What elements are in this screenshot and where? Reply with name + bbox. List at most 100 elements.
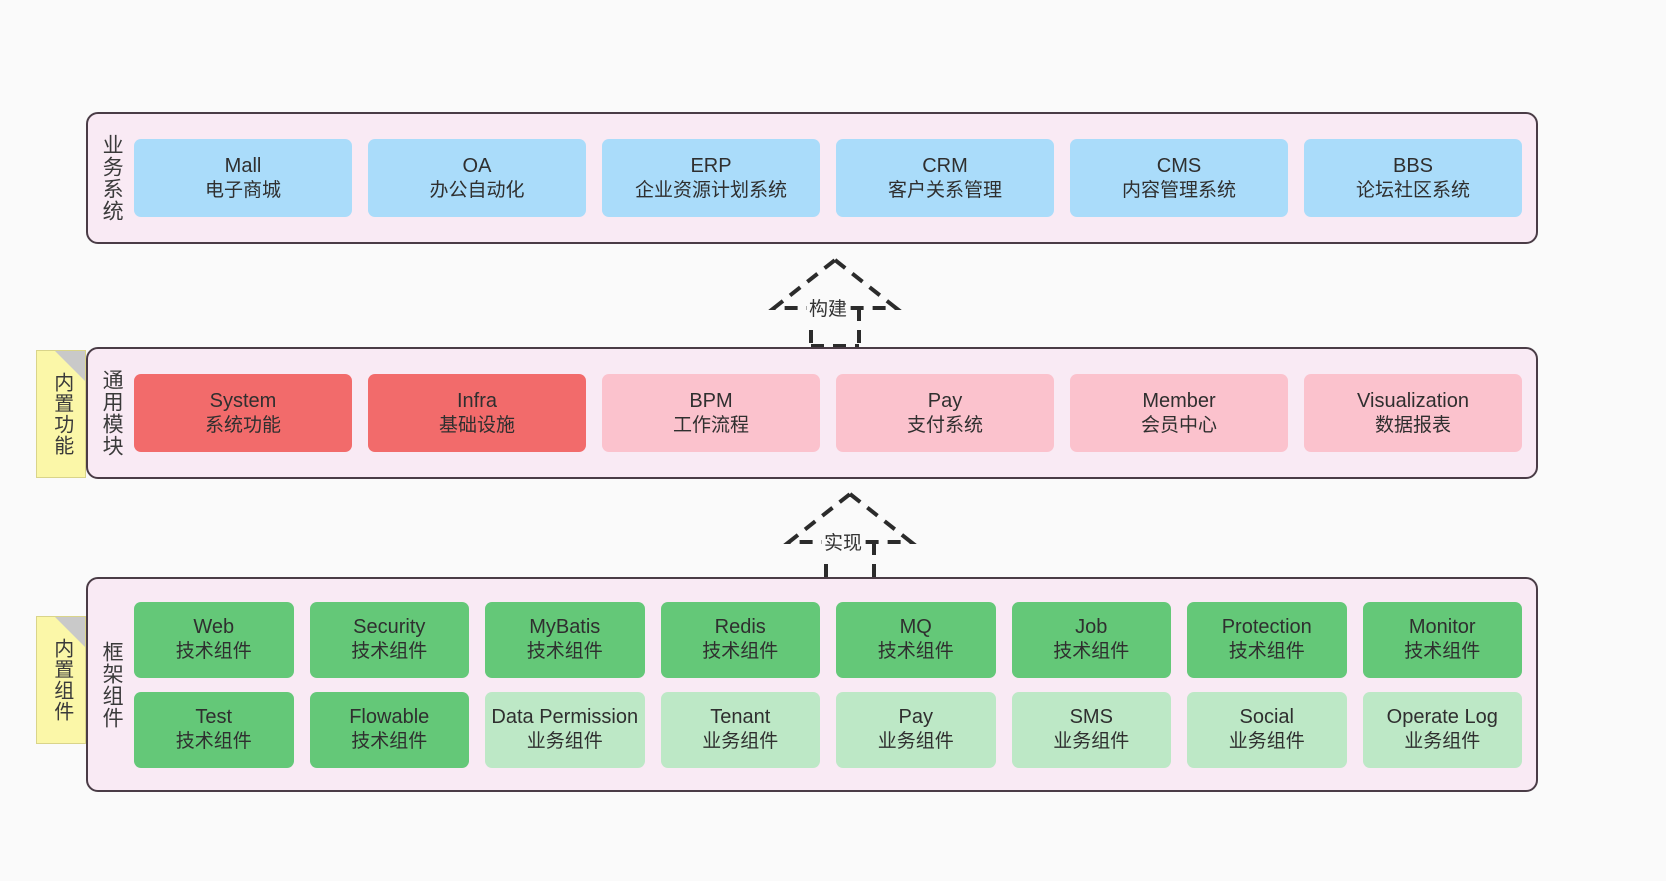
connector-implement: 实现 xyxy=(770,490,930,582)
card-operate-log-title: Operate Log xyxy=(1386,706,1498,729)
card-bpm-desc: 工作流程 xyxy=(672,414,749,436)
card-system-desc: 系统功能 xyxy=(204,414,281,436)
card-flowable-desc: 技术组件 xyxy=(351,731,428,753)
card-bbs[interactable]: BBS 论坛社区系统 xyxy=(1304,139,1522,217)
card-data-permission-title: Data Permission xyxy=(491,706,639,729)
card-pay-component[interactable]: Pay 业务组件 xyxy=(836,691,996,768)
card-mall[interactable]: Mall 电子商城 xyxy=(134,139,352,217)
sticky-tab-builtin-functions[interactable]: 内置功能 xyxy=(36,350,86,478)
card-member-title: Member xyxy=(1142,389,1216,412)
card-test[interactable]: Test 技术组件 xyxy=(134,691,294,768)
card-security-title: Security xyxy=(353,616,426,639)
layer-common-modules: 通用模块 System 系统功能 Infra 基础设施 BPM 工作流程 Pay… xyxy=(86,347,1538,479)
card-infra[interactable]: Infra 基础设施 xyxy=(368,374,586,452)
card-security-desc: 技术组件 xyxy=(351,641,428,663)
card-erp[interactable]: ERP 企业资源计划系统 xyxy=(602,139,820,217)
card-cms-desc: 内容管理系统 xyxy=(1121,179,1236,201)
card-crm[interactable]: CRM 客户关系管理 xyxy=(836,139,1054,217)
sticky-tab-builtin-functions-label: 内置功能 xyxy=(50,372,73,456)
card-web-desc: 技术组件 xyxy=(175,641,252,663)
layer-business-body: Mall 电子商城 OA 办公自动化 ERP 企业资源计划系统 CRM 客户关系… xyxy=(134,114,1536,242)
card-redis[interactable]: Redis 技术组件 xyxy=(660,601,820,678)
card-web[interactable]: Web 技术组件 xyxy=(134,601,294,678)
card-social-desc: 业务组件 xyxy=(1228,731,1305,753)
card-flowable[interactable]: Flowable 技术组件 xyxy=(309,691,469,768)
card-pay-component-desc: 业务组件 xyxy=(877,731,954,753)
card-operate-log-desc: 业务组件 xyxy=(1404,731,1481,753)
card-crm-desc: 客户关系管理 xyxy=(887,179,1002,201)
card-system[interactable]: System 系统功能 xyxy=(134,374,352,452)
card-infra-desc: 基础设施 xyxy=(438,414,515,436)
card-mybatis-desc: 技术组件 xyxy=(526,641,603,663)
card-redis-title: Redis xyxy=(714,616,766,639)
card-protection-title: Protection xyxy=(1221,616,1312,639)
card-mybatis-title: MyBatis xyxy=(529,616,601,639)
business-card-row: Mall 电子商城 OA 办公自动化 ERP 企业资源计划系统 CRM 客户关系… xyxy=(134,139,1522,217)
card-visualization-title: Visualization xyxy=(1357,389,1469,412)
layer-framework-body: Web 技术组件 Security 技术组件 MyBatis 技术组件 Redi… xyxy=(134,579,1536,790)
card-protection-desc: 技术组件 xyxy=(1228,641,1305,663)
card-data-permission[interactable]: Data Permission 业务组件 xyxy=(485,691,645,768)
card-tenant-title: Tenant xyxy=(710,706,771,729)
card-cms-title: CMS xyxy=(1156,154,1202,177)
card-bbs-desc: 论坛社区系统 xyxy=(1355,179,1470,201)
card-tenant[interactable]: Tenant 业务组件 xyxy=(660,691,820,768)
card-sms-title: SMS xyxy=(1069,706,1113,729)
layer-business-label: 业务系统 xyxy=(100,134,124,222)
card-job-desc: 技术组件 xyxy=(1053,641,1130,663)
layer-common-body: System 系统功能 Infra 基础设施 BPM 工作流程 Pay 支付系统… xyxy=(134,349,1536,477)
card-protection[interactable]: Protection 技术组件 xyxy=(1187,601,1347,678)
card-mall-title: Mall xyxy=(224,154,262,177)
card-security[interactable]: Security 技术组件 xyxy=(309,601,469,678)
card-social[interactable]: Social 业务组件 xyxy=(1187,691,1347,768)
card-cms[interactable]: CMS 内容管理系统 xyxy=(1070,139,1288,217)
sticky-tab-builtin-components[interactable]: 内置组件 xyxy=(36,616,86,744)
card-job[interactable]: Job 技术组件 xyxy=(1011,601,1171,678)
sticky-tab-builtin-components-label: 内置组件 xyxy=(50,638,73,722)
card-infra-title: Infra xyxy=(456,389,498,412)
card-test-title: Test xyxy=(195,706,233,729)
card-pay-module-desc: 支付系统 xyxy=(906,414,983,436)
layer-framework-label: 框架组件 xyxy=(100,640,124,729)
layer-business-systems: 业务系统 Mall 电子商城 OA 办公自动化 ERP 企业资源计划系统 CRM… xyxy=(86,112,1538,244)
card-visualization-desc: 数据报表 xyxy=(1374,414,1451,436)
card-bpm-title: BPM xyxy=(689,389,733,412)
connector-build-label: 构建 xyxy=(807,294,850,321)
card-job-title: Job xyxy=(1075,616,1108,639)
card-mq-desc: 技术组件 xyxy=(877,641,954,663)
card-mybatis[interactable]: MyBatis 技术组件 xyxy=(485,601,645,678)
card-monitor[interactable]: Monitor 技术组件 xyxy=(1362,601,1522,678)
connector-build: 构建 xyxy=(755,256,915,348)
card-flowable-title: Flowable xyxy=(349,706,430,729)
card-sms-desc: 业务组件 xyxy=(1053,731,1130,753)
card-mq[interactable]: MQ 技术组件 xyxy=(836,601,996,678)
card-data-permission-desc: 业务组件 xyxy=(526,731,603,753)
card-bpm[interactable]: BPM 工作流程 xyxy=(602,374,820,452)
card-operate-log[interactable]: Operate Log 业务组件 xyxy=(1362,691,1522,768)
card-web-title: Web xyxy=(193,616,235,639)
connector-implement-label: 实现 xyxy=(822,528,865,555)
card-oa-desc: 办公自动化 xyxy=(429,179,525,201)
common-card-row: System 系统功能 Infra 基础设施 BPM 工作流程 Pay 支付系统… xyxy=(134,374,1522,452)
card-system-title: System xyxy=(209,389,277,412)
card-visualization[interactable]: Visualization 数据报表 xyxy=(1304,374,1522,452)
card-monitor-desc: 技术组件 xyxy=(1404,641,1481,663)
card-oa-title: OA xyxy=(462,154,492,177)
framework-card-row-2: Test 技术组件 Flowable 技术组件 Data Permission … xyxy=(134,691,1522,768)
card-oa[interactable]: OA 办公自动化 xyxy=(368,139,586,217)
card-tenant-desc: 业务组件 xyxy=(702,731,779,753)
card-erp-title: ERP xyxy=(690,154,732,177)
card-social-title: Social xyxy=(1239,706,1294,729)
card-redis-desc: 技术组件 xyxy=(702,641,779,663)
card-member-desc: 会员中心 xyxy=(1140,414,1217,436)
layer-framework-components: 框架组件 Web 技术组件 Security 技术组件 MyBatis 技术组件… xyxy=(86,577,1538,792)
card-pay-component-title: Pay xyxy=(898,706,933,729)
card-sms[interactable]: SMS 业务组件 xyxy=(1011,691,1171,768)
sticky-fold-corner-icon xyxy=(55,351,85,381)
card-member[interactable]: Member 会员中心 xyxy=(1070,374,1288,452)
card-erp-desc: 企业资源计划系统 xyxy=(634,179,787,201)
card-crm-title: CRM xyxy=(922,154,968,177)
framework-card-row-1: Web 技术组件 Security 技术组件 MyBatis 技术组件 Redi… xyxy=(134,601,1522,678)
card-pay-module[interactable]: Pay 支付系统 xyxy=(836,374,1054,452)
